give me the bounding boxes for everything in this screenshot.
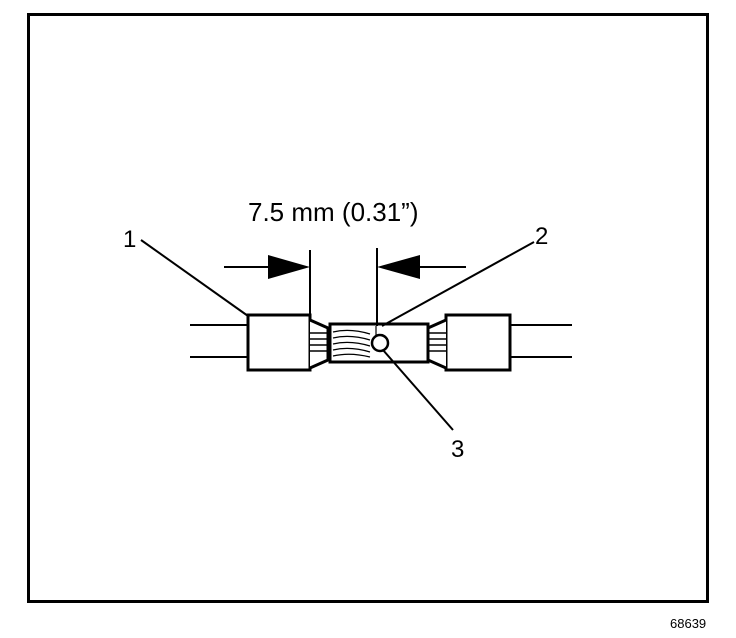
leader-lines [140,239,535,431]
crimped-strands [332,326,377,358]
inspection-hole [370,333,390,353]
right-wire-insulation [426,313,512,372]
callout-1: 1 [123,226,136,253]
right-exposed-strands [428,332,446,352]
left-exposed-strands [310,332,330,352]
dimension-extension-lines [309,248,378,326]
figure-number: 68639 [670,616,706,631]
right-wire [510,324,572,358]
callout-3: 3 [451,436,464,463]
left-dimension-arrow [224,255,310,279]
left-wire [190,324,248,358]
right-dimension-arrow [377,255,466,279]
diagram-border [27,13,709,603]
callout-2: 2 [535,223,548,250]
dimension-label: 7.5 mm (0.31”) [248,197,419,227]
left-wire-insulation [246,313,330,372]
